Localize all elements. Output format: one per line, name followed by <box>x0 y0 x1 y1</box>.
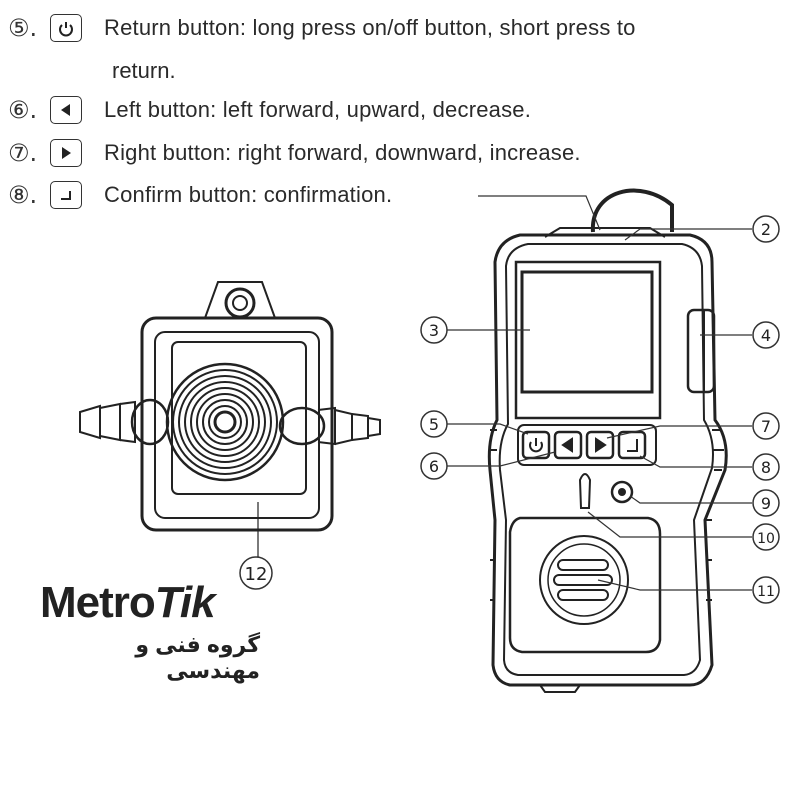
legend-item-confirm: ⑧. Confirm button: confirmation. <box>8 181 392 209</box>
legend-item-return: ⑤. Return button: long press on/off butt… <box>8 14 636 42</box>
calibration-hood <box>79 281 381 557</box>
legend-number: ⑤. <box>8 14 38 42</box>
callout-2: 2 <box>761 220 771 239</box>
left-arrow-icon <box>50 96 82 124</box>
legend-item-right: ⑦. Right button: right forward, downward… <box>8 139 581 167</box>
legend-item-left: ⑥. Left button: left forward, upward, de… <box>8 96 531 124</box>
enter-icon <box>50 181 82 209</box>
callout-7: 7 <box>761 417 771 436</box>
callout-3: 3 <box>429 321 439 340</box>
legend-text: Confirm button: confirmation. <box>104 182 393 207</box>
logo-wordmark: MetroTik <box>40 578 216 627</box>
callout-12: 12 <box>245 564 268 585</box>
callout-6: 6 <box>429 457 439 476</box>
callout-8: 8 <box>761 458 771 477</box>
callout-5: 5 <box>429 415 439 434</box>
callout-10: 10 <box>757 531 775 547</box>
leader-lines <box>447 195 752 591</box>
logo-tagline: گروه فنی و مهندسی <box>135 632 260 683</box>
legend-number: ⑦. <box>8 139 38 167</box>
metrotik-logo: MetroTik گروه فنی و مهندسی <box>40 578 260 683</box>
legend-number: ⑧. <box>8 181 38 209</box>
callout-9: 9 <box>761 494 771 513</box>
legend-text-continued: return. <box>112 58 176 83</box>
callout-11: 11 <box>757 584 775 600</box>
callout-4: 4 <box>761 326 771 345</box>
callout-markers <box>239 215 780 604</box>
legend-text: Left button: left forward, upward, decre… <box>104 97 532 122</box>
gas-detector <box>487 188 728 693</box>
right-arrow-icon <box>50 139 82 167</box>
legend-number: ⑥. <box>8 96 38 124</box>
legend-text: Return button: long press on/off button,… <box>104 15 636 40</box>
power-icon <box>50 14 82 42</box>
legend-text: Right button: right forward, downward, i… <box>104 140 581 165</box>
